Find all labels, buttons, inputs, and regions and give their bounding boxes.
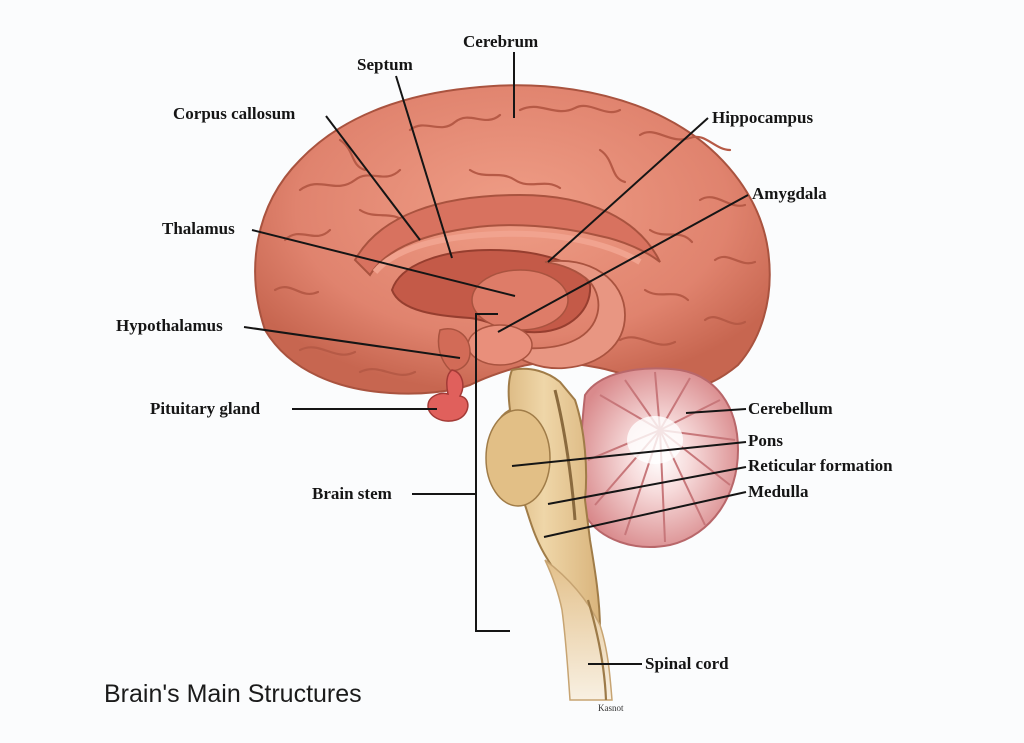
label-hippocampus: Hippocampus	[712, 108, 813, 128]
label-pituitary-gland: Pituitary gland	[150, 399, 260, 419]
label-medulla: Medulla	[748, 482, 808, 502]
artist-signature: Kasnot	[598, 703, 624, 713]
cerebellum-shape	[580, 368, 738, 547]
label-cerebellum: Cerebellum	[748, 399, 833, 419]
label-spinal-cord: Spinal cord	[645, 654, 729, 674]
label-brain-stem: Brain stem	[312, 484, 392, 504]
label-thalamus: Thalamus	[162, 219, 235, 239]
label-septum: Septum	[357, 55, 413, 75]
diagram-title: Brain's Main Structures	[104, 680, 362, 709]
label-corpus-callosum: Corpus callosum	[173, 104, 295, 124]
label-hypothalamus: Hypothalamus	[116, 316, 223, 336]
label-pons: Pons	[748, 431, 783, 451]
label-cerebrum: Cerebrum	[463, 32, 538, 52]
label-reticular-formation: Reticular formation	[748, 456, 893, 476]
label-amygdala: Amygdala	[752, 184, 827, 204]
pons-shape	[486, 410, 550, 506]
